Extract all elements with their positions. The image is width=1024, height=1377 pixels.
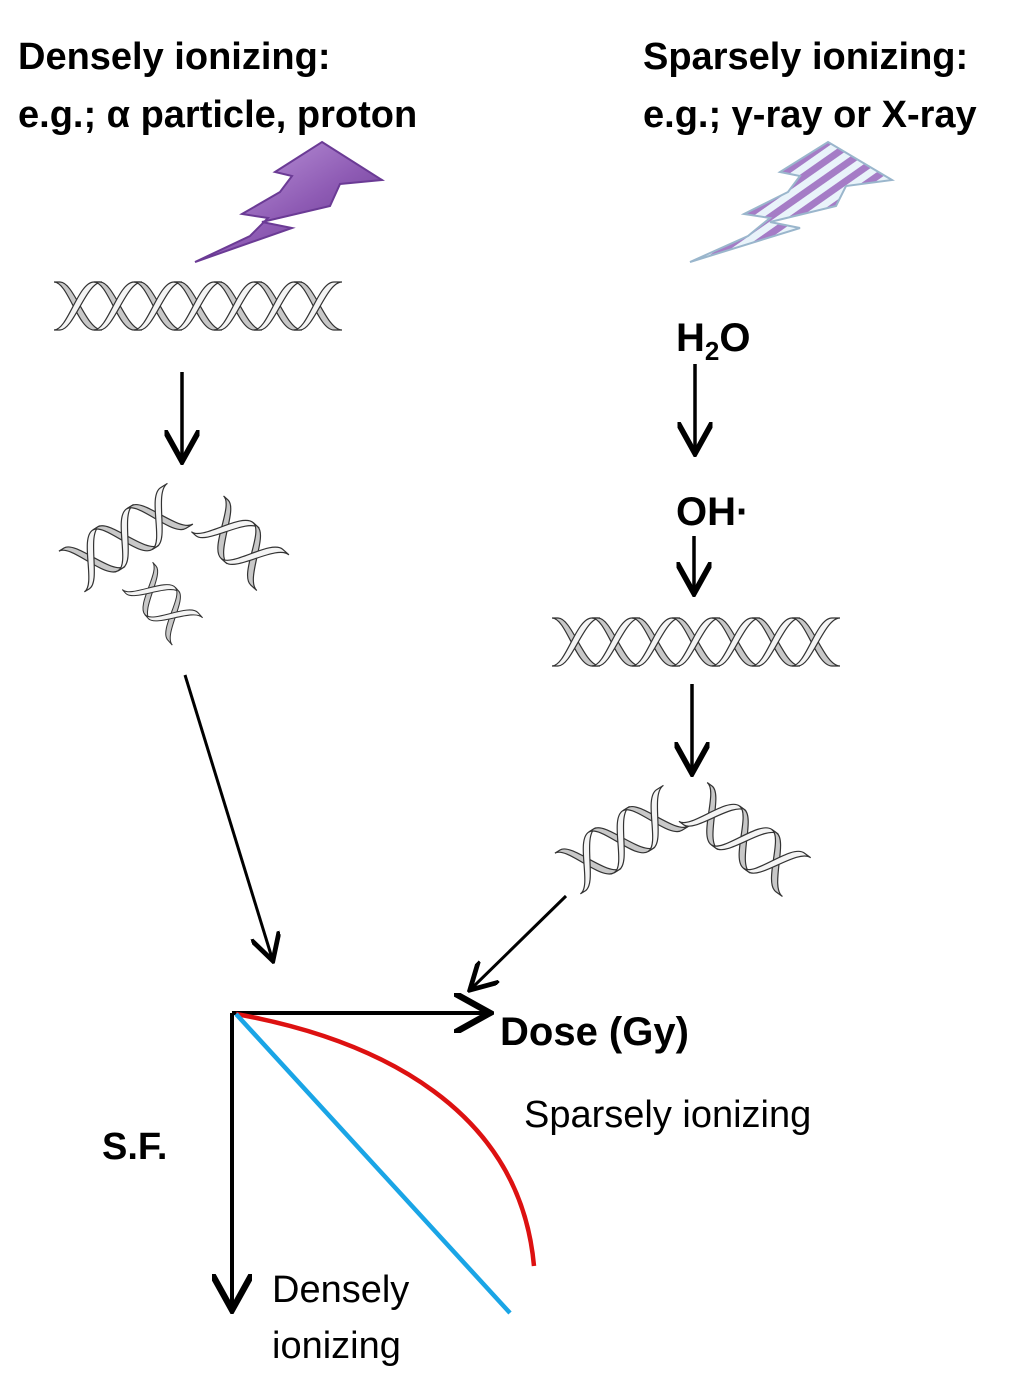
x-axis-label: Dose (Gy) xyxy=(500,1010,689,1054)
dense-lightning-icon xyxy=(194,140,386,263)
sparse-title-line2: e.g.; γ-ray or X-ray xyxy=(643,94,977,136)
dense-line-label-1: Densely xyxy=(272,1269,410,1311)
dense-ionizing-line xyxy=(234,1012,512,1315)
sparse-title: Sparsely ionizing: e.g.; γ-ray or X-ray xyxy=(643,28,977,144)
dense-line-label: Densely ionizing xyxy=(272,1262,409,1374)
dense-line-label-2: ionizing xyxy=(272,1325,401,1367)
water-label: H2O xyxy=(676,316,750,367)
dense-title-line1: Densely ionizing: xyxy=(18,36,331,78)
sparse-ionizing-curve xyxy=(235,1011,537,1267)
dense-title-line2: e.g.; α particle, proton xyxy=(18,94,418,136)
hydroxyl-radical-label: OH· xyxy=(676,490,750,534)
water-o: O xyxy=(719,316,751,360)
sparse-lightning-icon xyxy=(689,140,895,263)
right-arrow-4 xyxy=(472,894,568,988)
sparse-curve-label: Sparsely ionizing xyxy=(524,1094,812,1136)
water-h: H xyxy=(676,316,705,360)
water-sub: 2 xyxy=(704,336,720,366)
broken-dna-icon xyxy=(555,782,811,896)
dense-title: Densely ionizing: e.g.; α particle, prot… xyxy=(18,28,417,144)
broken-dna-icon xyxy=(59,483,289,645)
y-axis-label: S.F. xyxy=(102,1126,168,1168)
sparse-title-line1: Sparsely ionizing: xyxy=(643,36,969,78)
left-arrow-2 xyxy=(183,674,272,958)
dna-helix-icon xyxy=(552,618,840,666)
dna-helix-icon xyxy=(54,282,342,330)
